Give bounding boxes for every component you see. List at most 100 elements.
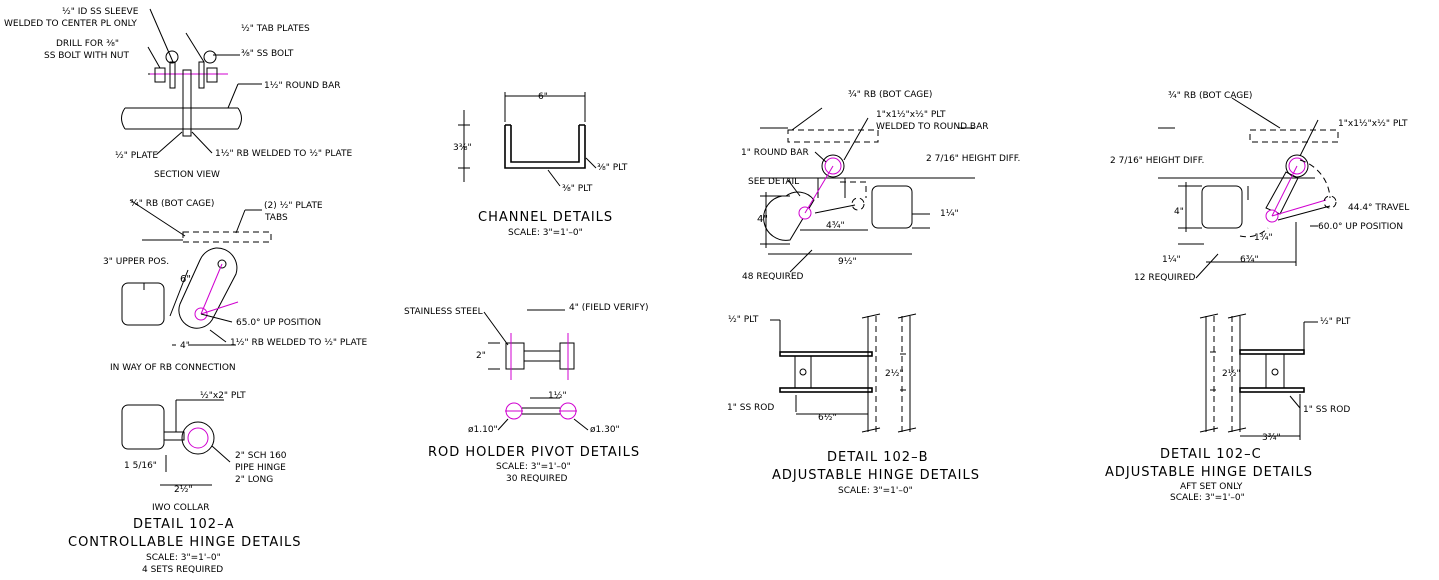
detail-b-plt: ½" PLT [728, 315, 759, 325]
plate-top-b [779, 351, 873, 357]
detail-c-dim-4: 4" [1174, 207, 1184, 217]
in-way-label: IN WAY OF RB CONNECTION [110, 363, 236, 373]
plate-label: ½" PLATE [115, 151, 158, 161]
channel-title: CHANNEL DETAILS [478, 210, 613, 225]
sleeve-note-line1: ½" ID SS SLEEVE [62, 7, 139, 17]
ss-rod-block-b [794, 355, 812, 389]
detail-a-scale: SCALE: 3"=1'–0" [146, 553, 221, 563]
detail-c-dim-6-3-4: 6¾" [1240, 255, 1259, 265]
detail-b-ss-rod: 1" SS ROD [727, 403, 774, 413]
see-detail-label: SEE DETAIL [748, 177, 799, 187]
detail-c-plt: ½" PLT [1320, 317, 1351, 327]
channel-dim-3-3-8: 3⅜" [453, 143, 472, 153]
detail-b-dim-2-half: 2½" [885, 369, 904, 379]
detail-c-subtitle: ADJUSTABLE HINGE DETAILS [1105, 465, 1313, 480]
detail-b-dim-6-half: 6½" [818, 413, 837, 423]
sleeve-note-line2: WELDED TO CENTER PL ONLY [4, 19, 137, 29]
detail-c-required: 12 REQUIRED [1134, 273, 1196, 283]
detail-a-title: DETAIL 102–A [133, 517, 234, 532]
rod-dim-1-half: 1½" [548, 391, 567, 401]
tabs-rect [182, 231, 272, 243]
detail-b-dim-4-3-4: 4¾" [826, 221, 845, 231]
rod-holder-title: ROD HOLDER PIVOT DETAILS [428, 445, 640, 460]
round-bar-label: 1½" ROUND BAR [264, 81, 340, 91]
rb-bot-cage-label: ¾" RB (BOT CAGE) [130, 199, 214, 209]
dim-2-half-label: 2½" [174, 485, 193, 495]
channel-details: 6" 3⅜" ⅜" PLT ⅜" PLT CHANNEL DETAILS SCA… [453, 92, 628, 238]
detail-b-dim-1-1-4: 1¼" [940, 209, 959, 219]
tab-plate-left [169, 61, 176, 89]
channel-plt-right: ⅜" PLT [597, 163, 628, 173]
channel-dim-6: 6" [538, 92, 548, 102]
dim-1-5-16-label: 1 5/16" [124, 461, 157, 471]
height-diff-c: 2 7/16" HEIGHT DIFF. [1110, 156, 1204, 166]
field-verify-label: 4" (FIELD VERIFY) [569, 303, 649, 313]
center-plate [182, 69, 192, 137]
round-bar-b-label: 1" ROUND BAR [741, 148, 809, 158]
pipe-hinge [181, 421, 215, 455]
sch-line3: 2" LONG [235, 475, 273, 485]
channel-shape [504, 124, 586, 169]
detail-c-scale: SCALE: 3"=1'–0" [1170, 493, 1245, 503]
detail-c-elevation: ¾" RB (BOT CAGE) 1"x1½"x½" PLT 2 7/16" H… [1110, 91, 1409, 283]
bot-cage-dashed-c [1249, 129, 1339, 143]
iwo-collar-label: IWO COLLAR [152, 503, 210, 513]
detail-b-subtitle: ADJUSTABLE HINGE DETAILS [772, 468, 980, 483]
plate-bottom-c [1239, 387, 1305, 393]
pivot-right-block [559, 342, 575, 370]
tab-plate-right [198, 61, 205, 89]
tab-plates-label: ½" TAB PLATES [241, 24, 310, 34]
channel-scale: SCALE: 3"=1'–0" [508, 228, 583, 238]
channel-plt-bottom: ⅜" PLT [562, 184, 593, 194]
detail-c-dim-1-1-4: 1¼" [1162, 255, 1181, 265]
detail-c-dim-2-half: 2½" [1222, 369, 1241, 379]
detail-c-plan: ½" PLT 2½" 1" SS ROD 3¾" DETAIL 102–C AD… [1105, 313, 1351, 503]
detail-c-dim-3-3-4: 3¾" [1262, 433, 1281, 443]
rb-welded-label: 1½" RB WELDED TO ½" PLATE [215, 149, 353, 159]
rb-bot-cage-c: ¾" RB (BOT CAGE) [1168, 91, 1252, 101]
rb-connection-view: ¾" RB (BOT CAGE) (2) ½" PLATE TABS 3" UP… [103, 199, 368, 373]
section-view: ½" ID SS SLEEVE WELDED TO CENTER PL ONLY… [4, 7, 353, 180]
detail-b-scale: SCALE: 3"=1'–0" [838, 486, 913, 496]
pivot-left-block [505, 342, 525, 370]
dim-6-label: 6" [180, 274, 191, 285]
rod-dim-2: 2" [476, 351, 486, 361]
ss-bolt-label: ⅜" SS BOLT [241, 49, 294, 59]
rod-holder-pivot-details: STAINLESS STEEL 4" (FIELD VERIFY) 2" 1½"… [404, 303, 649, 484]
hinge-arm-b [763, 191, 815, 241]
drill-note-line2: SS BOLT WITH NUT [44, 51, 130, 61]
stainless-label: STAINLESS STEEL [404, 307, 483, 317]
up-position-label: 65.0° UP POSITION [236, 318, 321, 328]
detail-b-plan: ½" PLT 1" SS ROD 6½" 2½" DETAIL 102–B AD… [727, 313, 980, 496]
detail-b-elevation: ¾" RB (BOT CAGE) 1"x1½"x½" PLT WELDED TO… [741, 90, 1020, 282]
cage-block-c [1201, 185, 1243, 229]
section-view-label: SECTION VIEW [154, 170, 220, 180]
cage-block [121, 282, 165, 326]
detail-b-dim-4: 4" [757, 214, 768, 225]
bot-cage-dashed [787, 129, 879, 143]
plate-bottom-b [779, 387, 873, 393]
rb-welded-2-label: 1½" RB WELDED TO ½" PLATE [230, 338, 368, 348]
height-diff-b: 2 7/16" HEIGHT DIFF. [926, 154, 1020, 164]
detail-a-subtitle: CONTROLLABLE HINGE DETAILS [68, 535, 302, 550]
dia-130-label: ø1.30" [590, 425, 620, 435]
hinge-arm [178, 247, 238, 329]
plate-tabs-line1: (2) ½" PLATE [264, 201, 323, 211]
plt-note-c: 1"x1½"x½" PLT [1338, 119, 1408, 129]
cage-block-b [871, 185, 913, 229]
bolt-head-left [154, 67, 166, 83]
dim-4-label: 4" [180, 341, 190, 351]
rb-bot-cage-b: ¾" RB (BOT CAGE) [848, 90, 932, 100]
plate-top-c [1239, 349, 1305, 355]
sch-line1: 2" SCH 160 [235, 451, 287, 461]
detail-b-dim-9-half: 9½" [838, 257, 857, 267]
bolt-nut-right [206, 67, 218, 83]
detail-a-sets: 4 SETS REQUIRED [142, 565, 223, 575]
ss-rod-block-c [1265, 353, 1285, 389]
rod-holder-required: 30 REQUIRED [506, 474, 568, 484]
rod-holder-scale: SCALE: 3"=1'–0" [496, 462, 571, 472]
iwo-collar-view: ½"x2" PLT 2" SCH 160 PIPE HINGE 2" LONG … [68, 391, 302, 575]
detail-c-ss-rod: 1" SS ROD [1303, 405, 1350, 415]
plt-note-b-line1: 1"x1½"x½" PLT [876, 110, 946, 120]
